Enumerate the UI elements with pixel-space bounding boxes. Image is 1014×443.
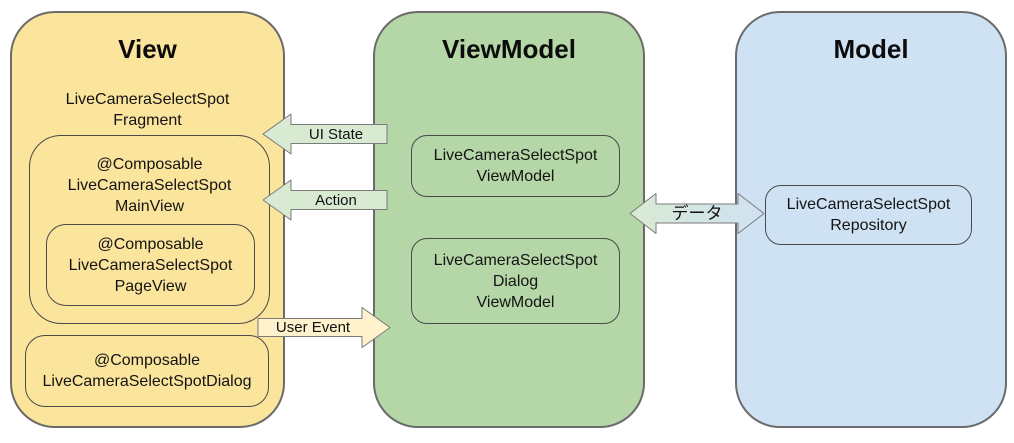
action-arrow-icon: Action: [262, 179, 388, 221]
page-view-label: @Composable LiveCameraSelectSpot PageVie…: [68, 235, 233, 295]
repository-label: LiveCameraSelectSpot Repository: [786, 196, 951, 234]
composable-dialog-label: @Composable LiveCameraSelectSpotDialog: [42, 352, 252, 390]
viewmodel-title: ViewModel: [442, 34, 576, 64]
ui-state-label: UI State: [309, 126, 363, 143]
view-title: View: [118, 34, 177, 64]
page-view-box: @Composable LiveCameraSelectSpot PageVie…: [46, 224, 255, 306]
dialog-viewmodel-box: LiveCameraSelectSpot Dialog ViewModel: [411, 238, 620, 324]
repository-box: LiveCameraSelectSpot Repository: [765, 185, 972, 245]
user-event-arrow-icon: User Event: [257, 307, 391, 348]
ui-state-arrow-icon: UI State: [262, 113, 388, 155]
viewmodel-panel: ViewModel LiveCameraSelectSpot ViewModel…: [373, 11, 645, 428]
main-view-box: @Composable LiveCameraSelectSpot MainVie…: [29, 135, 270, 324]
viewmodel-label: LiveCameraSelectSpot ViewModel: [433, 147, 598, 185]
model-panel: Model LiveCameraSelectSpot Repository: [735, 11, 1007, 428]
view-panel: View LiveCameraSelectSpot Fragment @Comp…: [10, 11, 285, 428]
user-event-label: User Event: [276, 319, 351, 336]
data-label: データ: [672, 203, 723, 223]
model-title: Model: [833, 34, 909, 64]
composable-dialog-box: @Composable LiveCameraSelectSpotDialog: [25, 335, 269, 407]
dialog-viewmodel-label: LiveCameraSelectSpot Dialog ViewModel: [433, 251, 598, 311]
main-view-label: @Composable LiveCameraSelectSpot MainVie…: [67, 156, 232, 215]
fragment-label: LiveCameraSelectSpot Fragment: [65, 91, 230, 129]
action-label: Action: [315, 192, 357, 209]
viewmodel-box: LiveCameraSelectSpot ViewModel: [411, 135, 620, 197]
data-arrow-icon: データ: [629, 193, 765, 234]
